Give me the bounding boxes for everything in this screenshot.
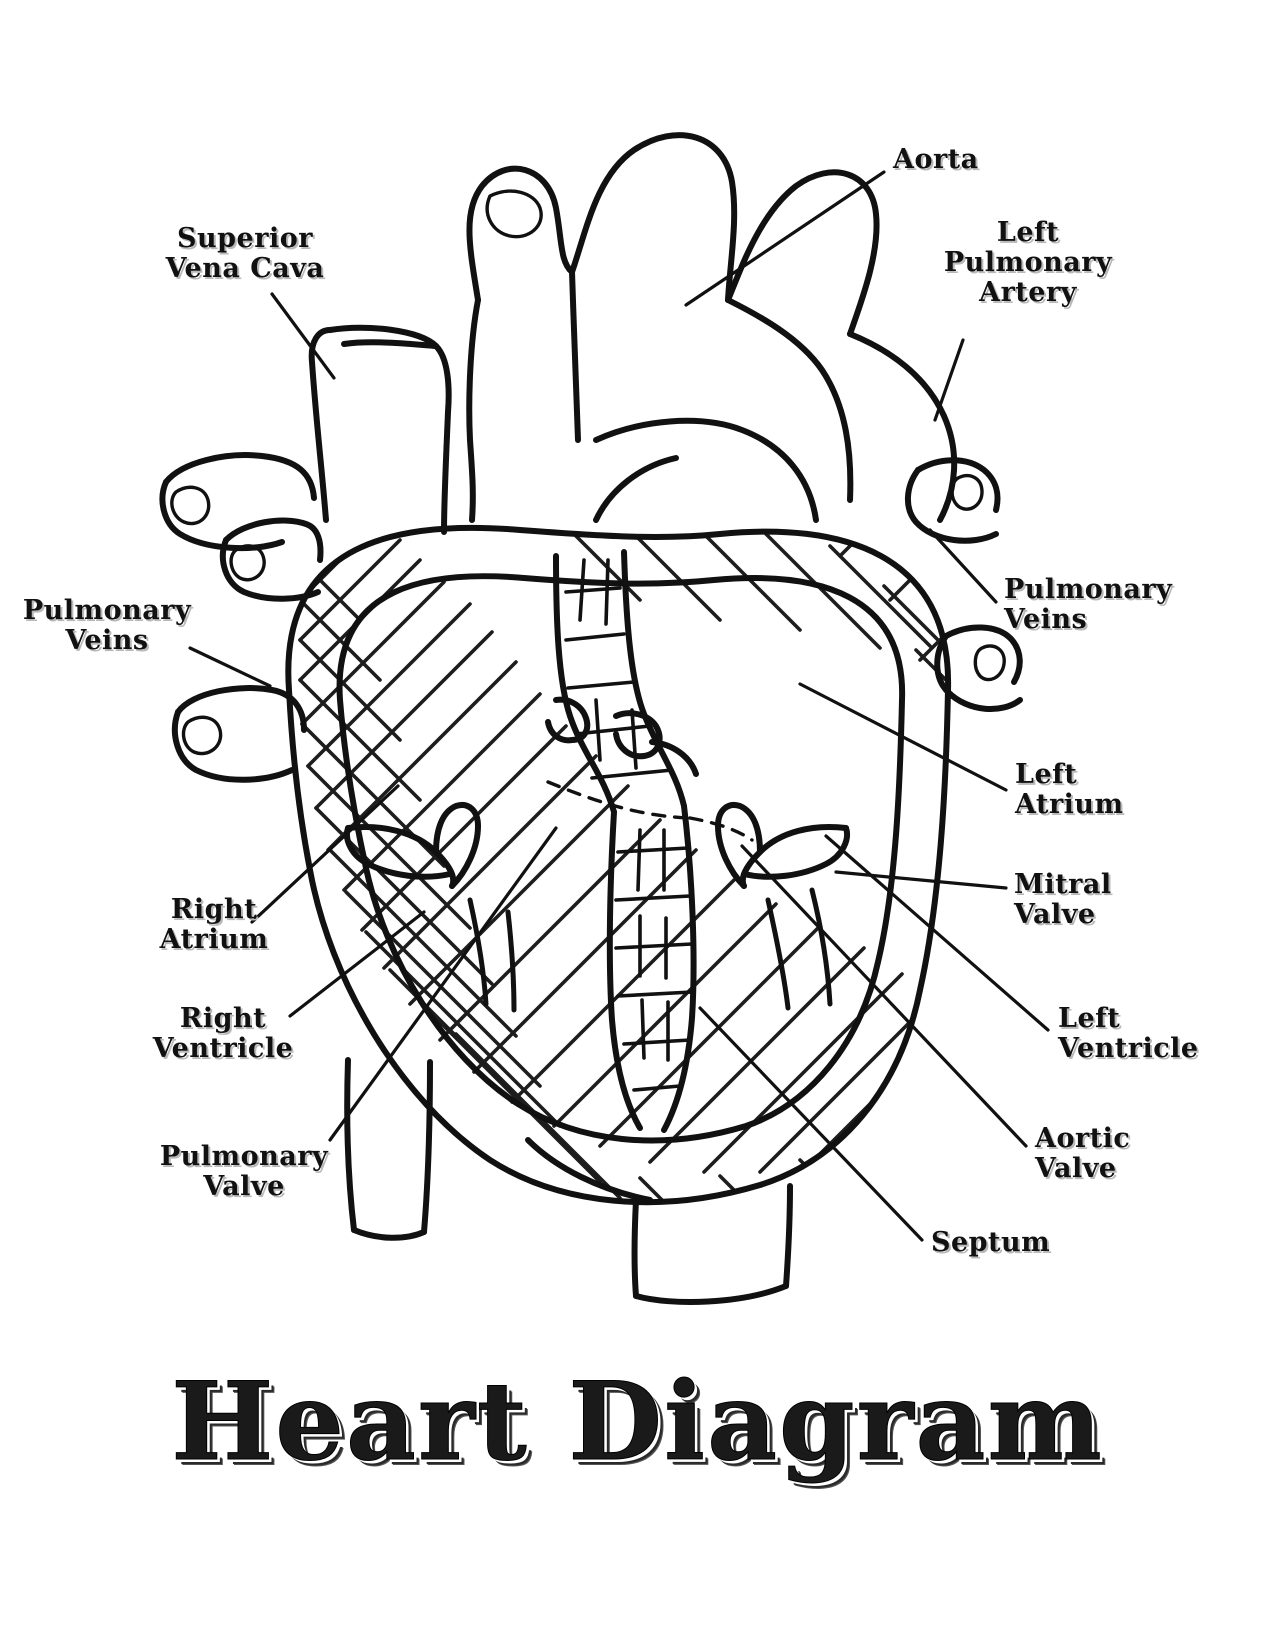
label-right-atrium: Right Atrium bbox=[159, 894, 269, 956]
leader-pulmonary-veins-left bbox=[188, 646, 272, 688]
leader-aorta bbox=[684, 170, 886, 307]
great-vessels bbox=[466, 132, 958, 523]
label-left-atrium: Left Atrium bbox=[1015, 759, 1124, 821]
leader-aortic-valve bbox=[740, 844, 1028, 1148]
leader-left-atrium bbox=[798, 682, 1008, 792]
leader-right-atrium bbox=[250, 784, 400, 924]
pulmonary-veins-left-vessels bbox=[159, 452, 324, 783]
inferior-vessels bbox=[344, 1057, 793, 1305]
leader-pulmonary-veins-right bbox=[928, 528, 998, 604]
label-right-ventricle: Right Ventricle bbox=[152, 1003, 294, 1065]
label-pulmonary-veins-right: Pulmonary Veins bbox=[1004, 574, 1173, 636]
leader-superior-vena-cava bbox=[270, 292, 336, 380]
label-pulmonary-valve: Pulmonary Valve bbox=[159, 1141, 329, 1203]
label-left-ventricle: Left Ventricle bbox=[1058, 1003, 1199, 1065]
label-mitral-valve: Mitral Valve bbox=[1014, 869, 1112, 931]
label-left-pulmonary-artery: Left Pulmonary Artery bbox=[943, 217, 1113, 309]
leader-septum bbox=[698, 1006, 924, 1242]
label-aortic-valve: Aortic Valve bbox=[1035, 1123, 1131, 1185]
ventricle-internal-structures bbox=[467, 887, 833, 1013]
superior-vena-cava-vessel bbox=[308, 324, 452, 535]
leader-right-ventricle bbox=[288, 910, 426, 1018]
page-title: Heart Diagram bbox=[171, 1359, 1104, 1485]
leader-left-pulmonary-artery bbox=[933, 338, 965, 422]
label-aorta: Aorta bbox=[893, 144, 979, 175]
label-septum: Septum bbox=[931, 1227, 1051, 1258]
label-superior-vena-cava: Superior Vena Cava bbox=[165, 223, 325, 285]
leader-lines bbox=[188, 170, 1050, 1242]
septum-structure bbox=[553, 549, 697, 1133]
leader-left-ventricle bbox=[824, 834, 1050, 1032]
leader-pulmonary-valve bbox=[328, 826, 558, 1142]
label-pulmonary-veins-left: Pulmonary Veins bbox=[22, 595, 192, 657]
leader-mitral-valve bbox=[834, 870, 1008, 890]
valve-structures bbox=[344, 696, 850, 889]
